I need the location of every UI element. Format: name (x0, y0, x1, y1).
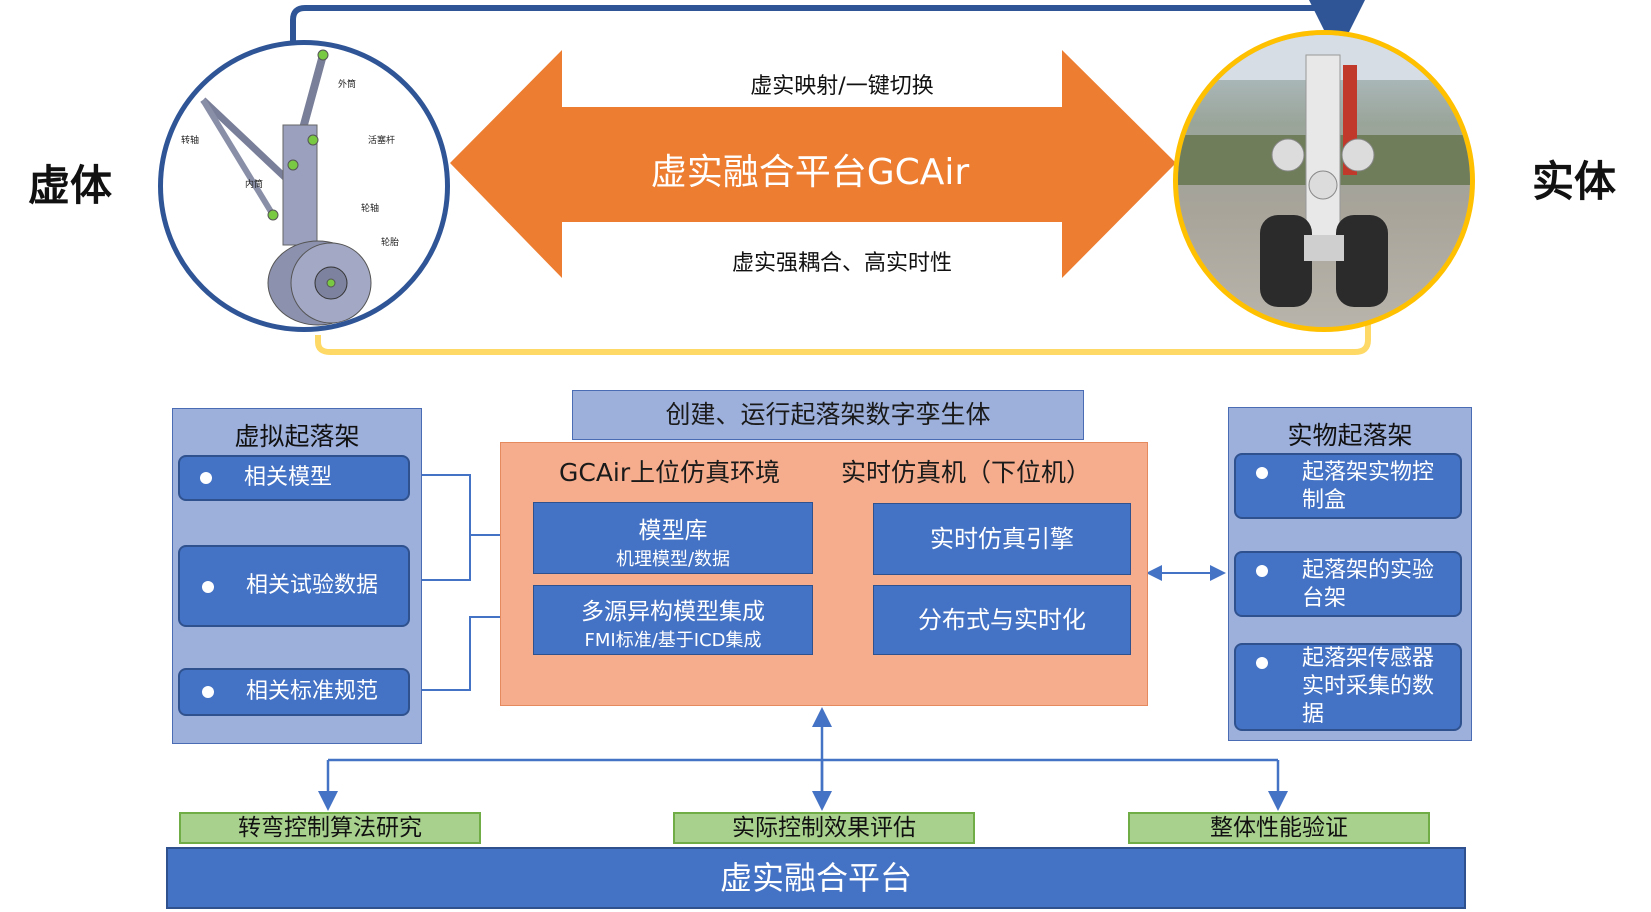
model-integration-box[interactable]: 多源异构模型集成 FMI标准/基于ICD集成 (533, 585, 813, 655)
physical-label: 实体 (1532, 157, 1617, 206)
bullet-icon (1256, 467, 1268, 479)
bottom-loop-line (315, 320, 1371, 355)
bullet-icon (1256, 565, 1268, 577)
model-library-sub: 机理模型/数据 (615, 549, 731, 570)
physical-panel-title: 实物起落架 (1287, 421, 1413, 450)
virtual-panel-title: 虚拟起落架 (234, 422, 360, 451)
coupling-text: 虚实强耦合、高实时性 (731, 251, 952, 276)
connector-test-data (412, 535, 471, 581)
model-library-box[interactable]: 模型库 机理模型/数据 (533, 502, 813, 574)
outcome-steering-algorithm[interactable]: 转弯控制算法研究 (179, 812, 481, 844)
virtual-item-models[interactable]: 相关模型 (178, 455, 410, 501)
physical-item-line: 起落架传感器 (1302, 646, 1435, 671)
physical-item-test-rig[interactable]: 起落架的实验 台架 (1234, 551, 1462, 617)
gcair-title: 虚实融合平台GCAir (650, 152, 970, 193)
cad-landing-gear-drawing: 外筒 转轴 活塞杆 内筒 轮轴 轮胎 (181, 49, 399, 326)
mapping-text: 虚实映射/一键切换 (750, 74, 934, 99)
bullet-icon (200, 472, 212, 484)
bullet-icon (1256, 657, 1268, 669)
virtual-item-standards[interactable]: 相关标准规范 (178, 668, 410, 716)
distributed-realtime-box[interactable]: 分布式与实时化 (873, 585, 1131, 655)
model-library-title: 模型库 (638, 518, 708, 544)
virtual-item-label: 相关模型 (244, 465, 333, 490)
bullet-icon (202, 686, 214, 698)
physical-item-line: 制盒 (1302, 488, 1347, 513)
physical-landing-gear-photo (1173, 30, 1475, 332)
cad-label-2: 转轴 (181, 134, 199, 146)
physical-item-control-box[interactable]: 起落架实物控 制盒 (1234, 453, 1462, 519)
cad-label-6: 轮胎 (381, 236, 399, 248)
virtual-landing-gear-image: 外筒 转轴 活塞杆 内筒 轮轴 轮胎 (158, 40, 450, 332)
bullet-icon (202, 581, 214, 593)
outcome-control-evaluation[interactable]: 实际控制效果评估 (673, 812, 975, 844)
orange-double-arrow (450, 50, 1176, 278)
integration-title: 多源异构模型集成 (581, 599, 765, 625)
physical-item-line: 台架 (1302, 586, 1347, 611)
virtual-item-label: 相关试验数据 (246, 573, 379, 598)
physical-item-sensor-data[interactable]: 起落架传感器 实时采集的数 据 (1234, 643, 1462, 731)
fusion-platform-bar: 虚实融合平台 (166, 847, 1466, 909)
cad-label-4: 内筒 (245, 178, 263, 190)
physical-item-line: 实时采集的数 (1302, 674, 1435, 699)
physical-item-line: 起落架的实验 (1302, 558, 1435, 583)
top-loop-arrow (290, 0, 1367, 56)
realtime-machine-title: 实时仿真机（下位机） (841, 458, 1092, 487)
cad-label-3: 活塞杆 (368, 134, 395, 146)
integration-sub: FMI标准/基于ICD集成 (584, 630, 762, 651)
virtual-item-label: 相关标准规范 (246, 679, 379, 704)
cad-label-5: 轮轴 (361, 202, 379, 214)
digital-twin-banner: 创建、运行起落架数字孪生体 (572, 390, 1084, 440)
virtual-item-test-data[interactable]: 相关试验数据 (178, 545, 410, 627)
photo-landing-gear-drawing (1178, 35, 1470, 307)
realtime-engine-box[interactable]: 实时仿真引擎 (873, 503, 1131, 575)
gcair-upper-title: GCAir上位仿真环境 (559, 458, 781, 487)
outcome-performance-verification[interactable]: 整体性能验证 (1128, 812, 1430, 844)
cad-label-1: 外筒 (338, 78, 356, 90)
physical-item-line: 起落架实物控 (1302, 460, 1435, 485)
virtual-label: 虚体 (28, 161, 113, 210)
physical-item-line: 据 (1302, 702, 1325, 727)
